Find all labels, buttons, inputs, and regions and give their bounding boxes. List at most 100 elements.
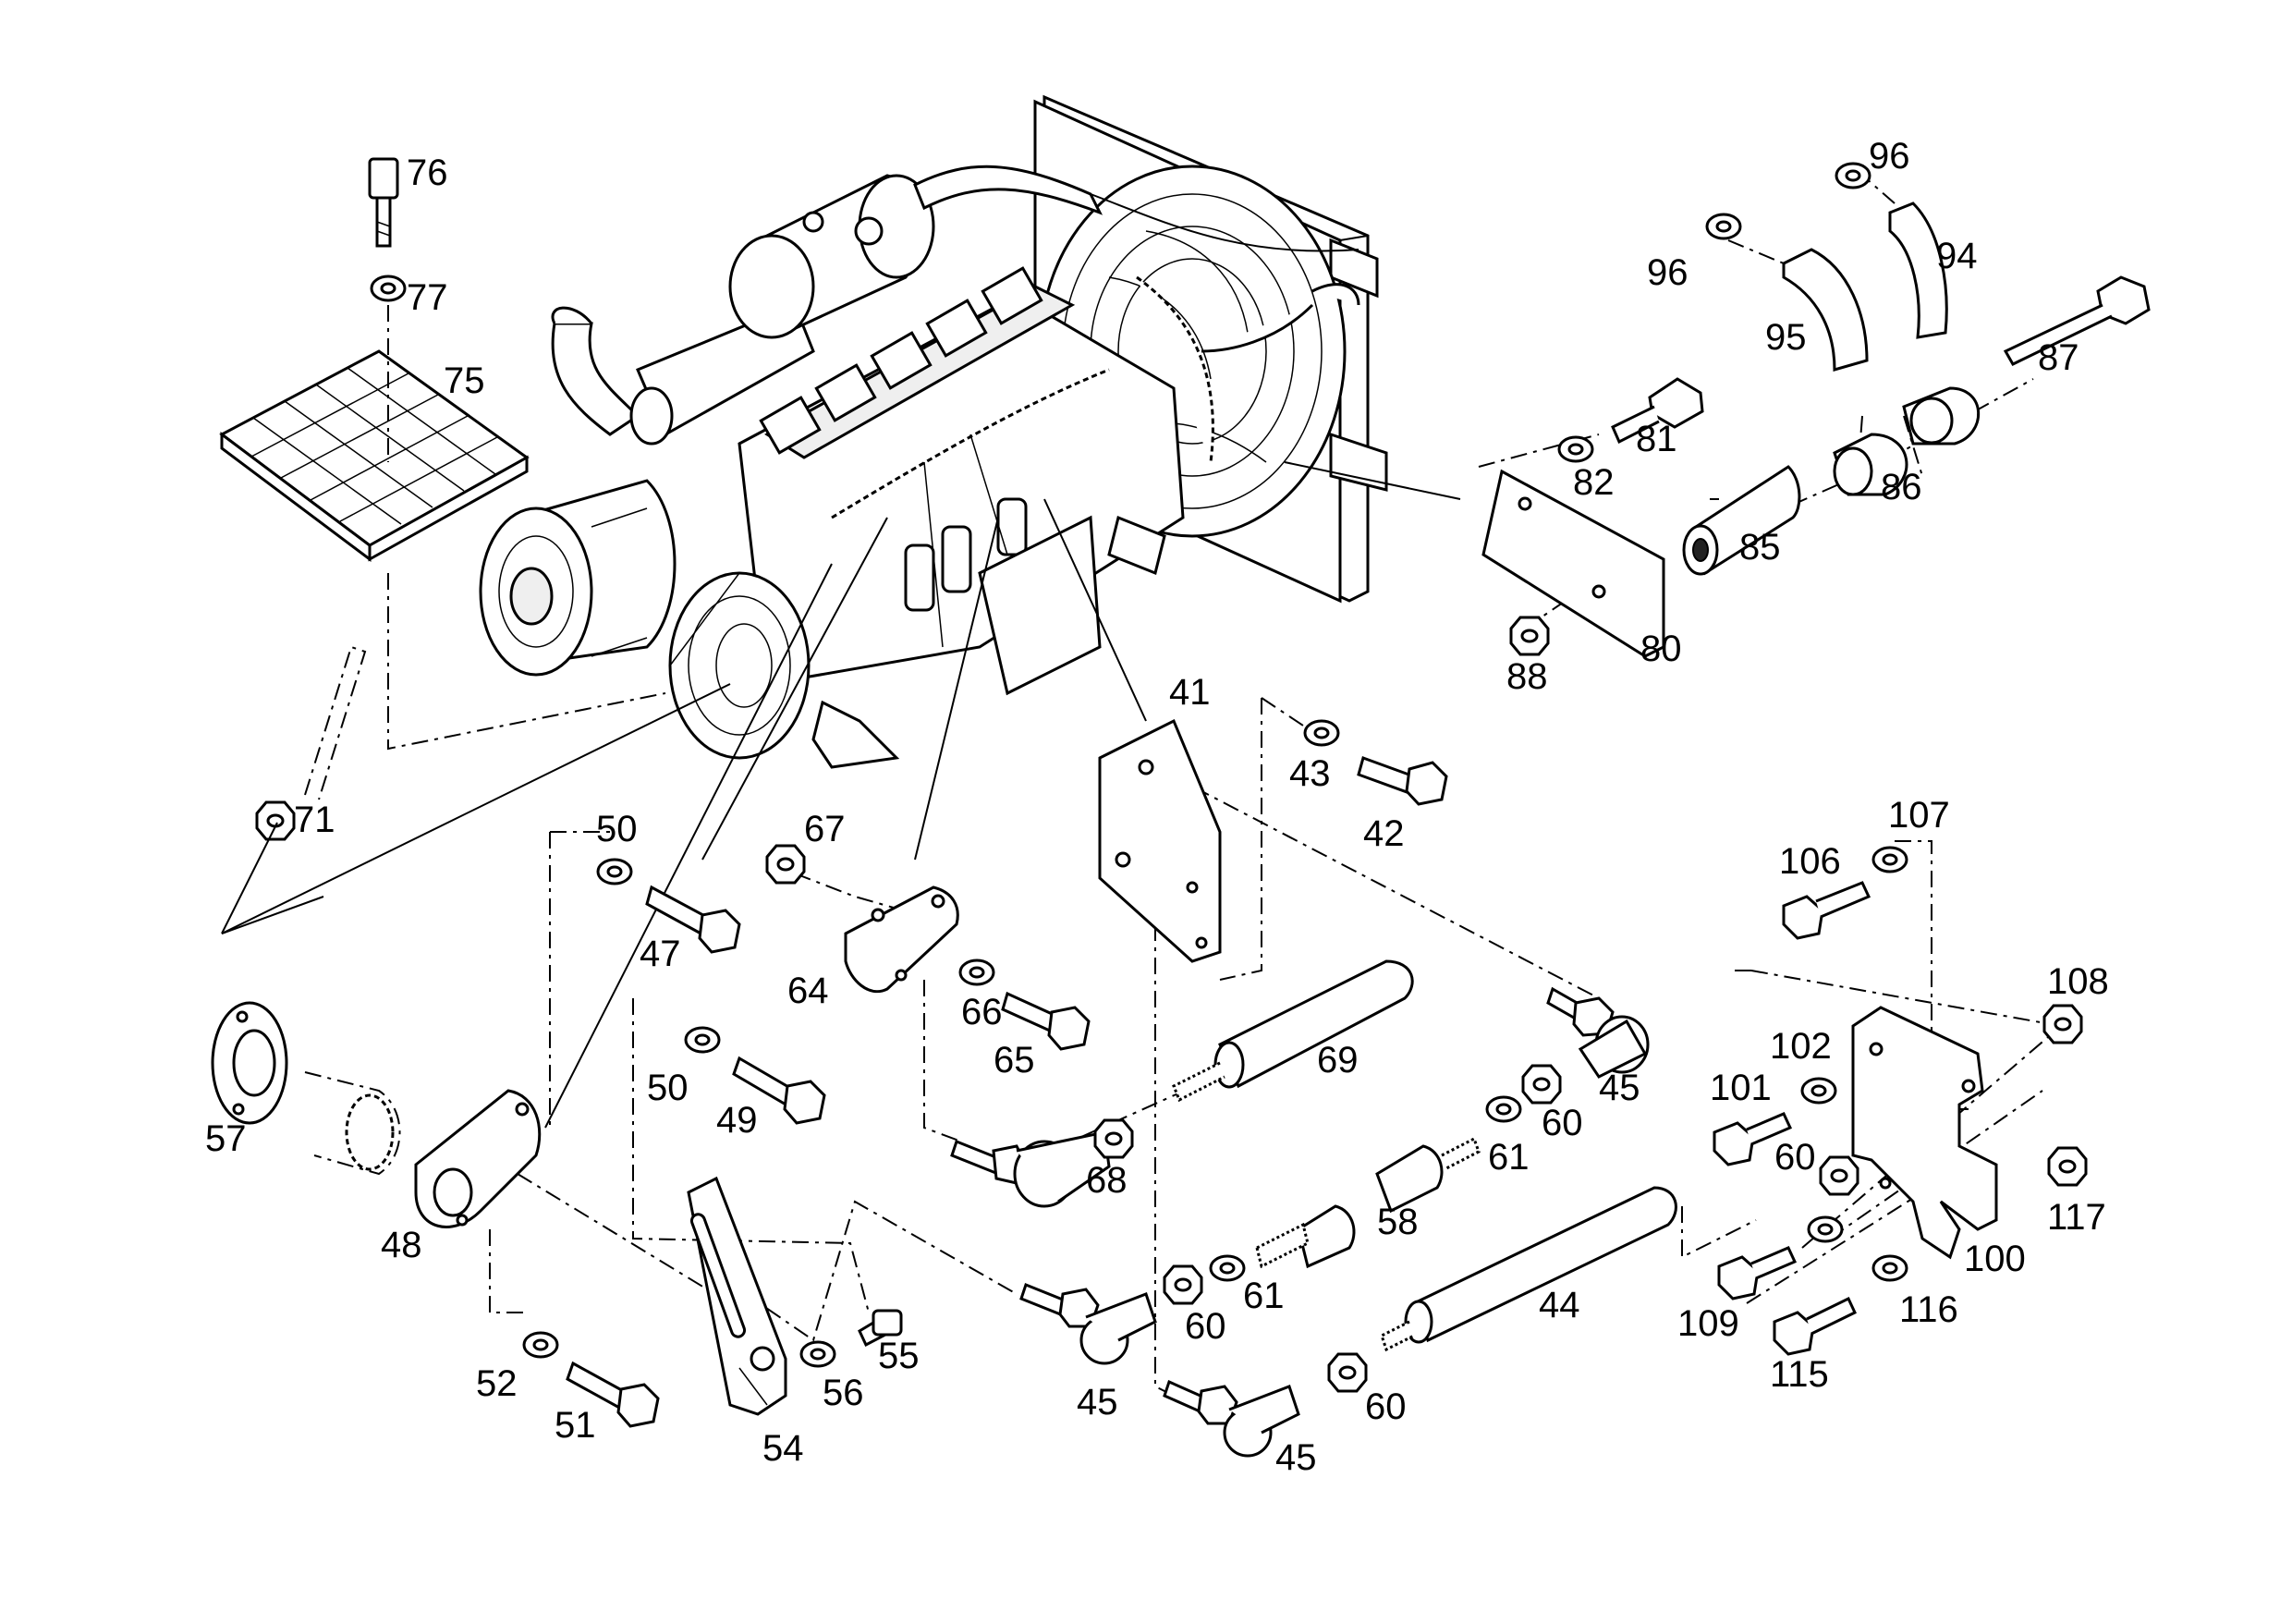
callout-86: 86 [1881,467,1922,507]
washer-82 [1557,435,1594,463]
bolt-47 [645,885,741,954]
intake-filter [479,479,677,677]
callout-117: 117 [2047,1197,2106,1238]
callout-81: 81 [1636,419,1677,459]
rod-44 [1380,1186,1677,1352]
bracket-100 [1851,1006,1998,1260]
nut-117 [2047,1146,2088,1187]
callout-69: 69 [1317,1040,1359,1081]
nut-88 [1509,616,1550,656]
callout-71: 71 [294,800,335,840]
callout-109: 109 [1677,1303,1739,1344]
callout-66: 66 [961,992,1003,1032]
washer-52 [522,1331,559,1359]
nut-60-d [1819,1155,1859,1196]
callout-54: 54 [762,1428,804,1469]
callout-56: 56 [823,1373,864,1413]
callout-85: 85 [1739,527,1781,568]
nut-60-b [1163,1264,1203,1305]
callout-102: 102 [1770,1026,1832,1067]
callout-50: 50 [647,1068,689,1108]
callout-61: 61 [1243,1276,1285,1316]
nut-71 [255,800,296,841]
callout-42: 42 [1363,813,1405,854]
callout-60: 60 [1542,1103,1583,1143]
callout-60: 60 [1365,1386,1407,1427]
nut-67 [765,844,806,885]
callout-52: 52 [476,1363,518,1404]
callout-67: 67 [804,809,846,849]
callout-96: 96 [1869,136,1910,177]
spacer-85 [1682,465,1801,576]
bolt-55 [858,1309,903,1348]
callout-43: 43 [1289,753,1331,794]
rubber-mat [219,349,530,562]
callout-108: 108 [2047,961,2109,1002]
callout-50: 50 [596,809,638,849]
nut-60-a [1521,1064,1562,1105]
bolt-109 [1717,1246,1798,1300]
callout-41: 41 [1169,672,1211,713]
bolt-106 [1782,881,1871,940]
callout-55: 55 [878,1336,920,1376]
callout-88: 88 [1506,656,1548,697]
callout-48: 48 [381,1225,422,1265]
callout-60: 60 [1185,1306,1226,1347]
bolt-76 [368,157,399,248]
plate-48 [414,1089,542,1228]
flywheel-housing [668,571,811,760]
ball-joint-45-low [1163,1379,1300,1458]
callout-47: 47 [640,934,681,974]
callout-76: 76 [407,153,448,193]
washer-50-lower [684,1026,721,1054]
washer-116 [1871,1254,1908,1282]
clip-96-right [1835,162,1871,189]
callout-45: 45 [1275,1437,1317,1478]
callout-57: 57 [205,1118,247,1159]
washer-50-upper [596,858,633,885]
callout-96: 96 [1647,252,1689,293]
plate-80 [1481,469,1665,658]
callout-94: 94 [1936,236,1978,276]
bolt-81 [1611,377,1704,445]
callout-64: 64 [787,971,829,1011]
callout-77: 77 [407,277,448,318]
callout-95: 95 [1765,317,1807,358]
clip-96-left [1705,213,1742,240]
callout-60: 60 [1774,1137,1816,1178]
lever-54 [687,1176,787,1416]
washer-102 [1800,1077,1837,1105]
ball-joint-68 [950,1130,1111,1208]
callout-49: 49 [716,1100,758,1141]
hose-95 [1782,248,1869,372]
callout-75: 75 [444,360,485,401]
rod-69 [1172,959,1414,1103]
nut-60-c [1327,1352,1368,1393]
washer-66 [958,959,995,986]
ball-joint-45-mid [1019,1283,1157,1365]
washer-43 [1303,719,1340,747]
callout-61: 61 [1488,1137,1530,1178]
callout-65: 65 [994,1040,1035,1081]
plate-64 [844,885,959,994]
bracket-41 [1098,718,1222,963]
callout-68: 68 [1086,1160,1128,1201]
bolt-42 [1357,756,1448,806]
nut-68 [1093,1118,1134,1159]
callout-45: 45 [1077,1382,1118,1423]
bolt-51 [566,1361,660,1428]
callout-101: 101 [1710,1068,1772,1108]
clamp-86 [1833,386,1981,496]
callout-100: 100 [1964,1239,2026,1279]
bolt-101 [1713,1112,1793,1166]
engine-assembly [479,94,1388,769]
callout-80: 80 [1640,629,1682,669]
callout-116: 116 [1899,1289,1958,1330]
pin-58 [1255,1136,1481,1269]
callout-115: 115 [1770,1354,1829,1395]
callout-58: 58 [1377,1202,1419,1242]
washer-109 [1807,1215,1844,1243]
callout-51: 51 [555,1405,596,1446]
hose-94 [1888,201,1948,339]
